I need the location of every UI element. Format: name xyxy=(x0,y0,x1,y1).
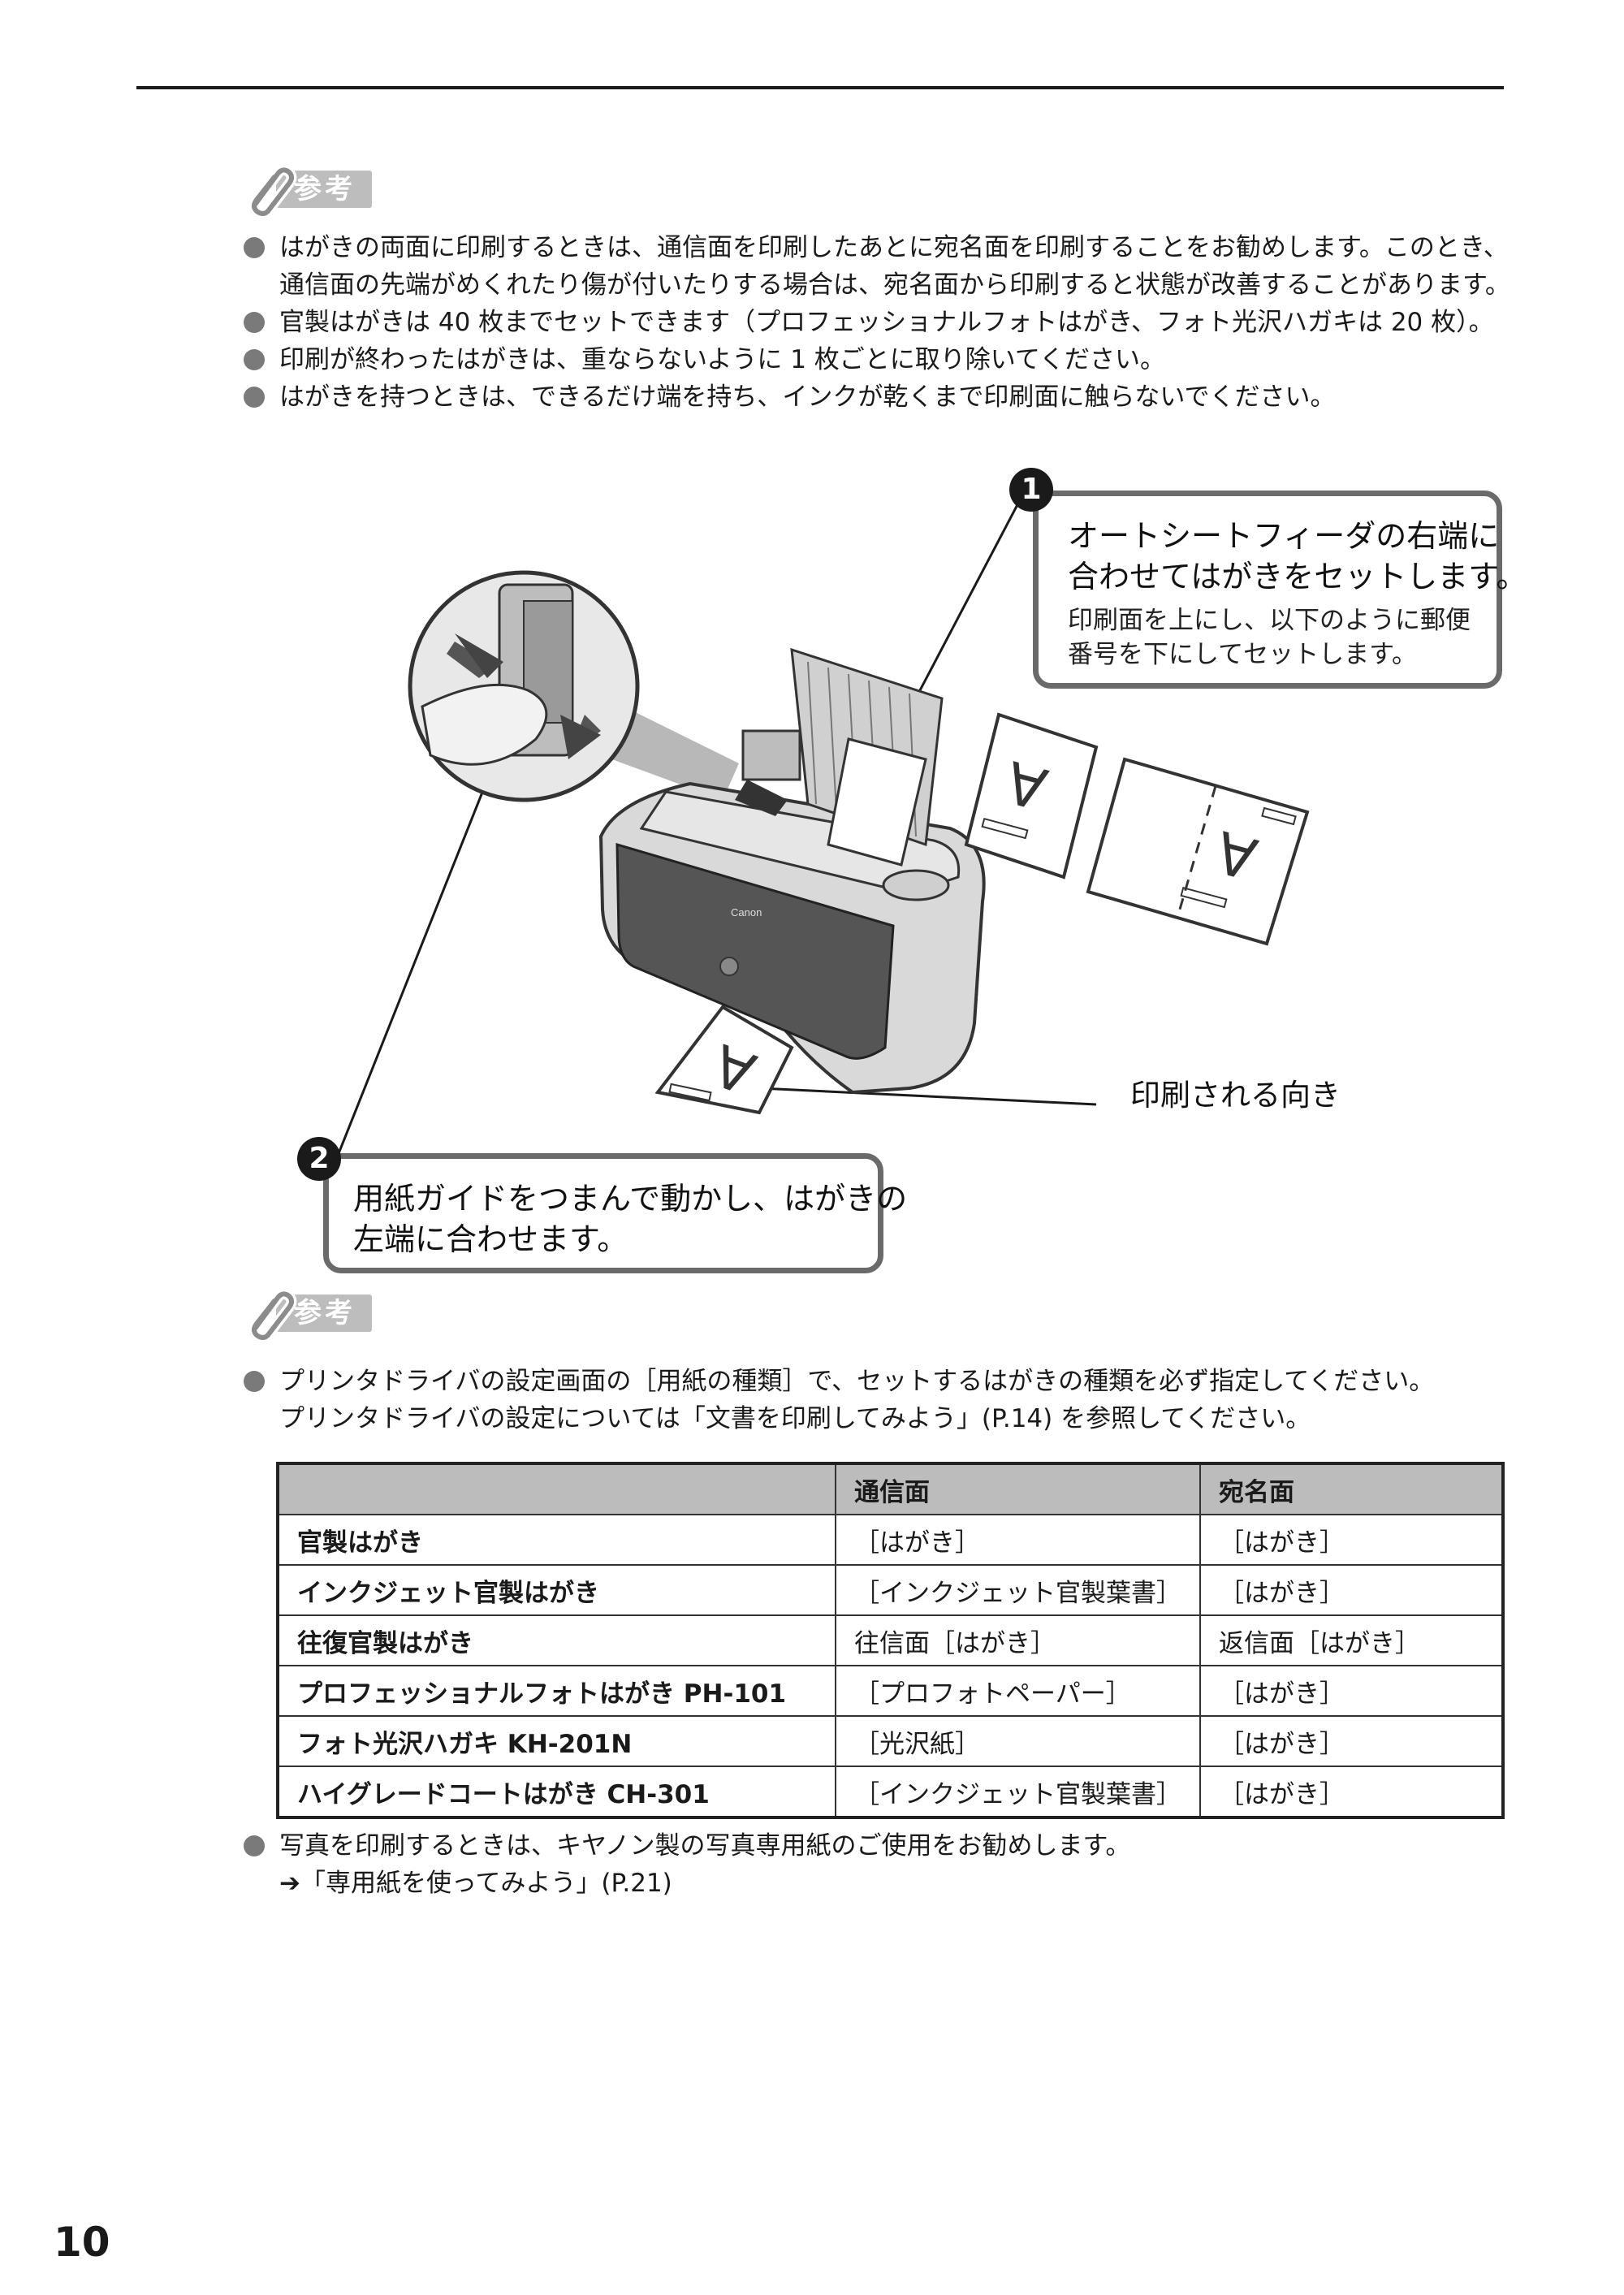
bullet-icon xyxy=(244,1835,265,1856)
table-cell: ［光沢紙］ xyxy=(835,1715,1201,1767)
list-item: はがきを持つときは、できるだけ端を持ち、インクが乾くまで印刷面に触らないでくださ… xyxy=(244,378,1510,416)
table-cell: ［はがき］ xyxy=(1199,1665,1504,1717)
table-cell: ［はがき］ xyxy=(1199,1514,1504,1566)
note-badge: 参考 xyxy=(240,1286,378,1340)
table-cell: 返信面［はがき］ xyxy=(1199,1614,1504,1666)
step2-number-badge: 2 xyxy=(297,1137,341,1181)
table-row: ハイグレードコートはがき CH-301 ［インクジェット官製葉書］ ［はがき］ xyxy=(277,1766,1504,1818)
bullet-icon xyxy=(244,387,265,408)
table-cell: ［インクジェット官製葉書］ xyxy=(835,1766,1201,1818)
note-badge: 参考 xyxy=(240,162,378,216)
top-rule xyxy=(136,86,1504,89)
step1-callout: オートシートフィーダの右端に 合わせてはがきをセットします。 印刷面を上にし、以… xyxy=(1033,491,1527,689)
table-cell: 往信面［はがき］ xyxy=(835,1614,1201,1666)
note-label: 参考 xyxy=(294,1297,356,1329)
step1-number-badge: 1 xyxy=(1009,468,1053,512)
table-cell: インクジェット官製はがき xyxy=(277,1564,836,1616)
print-direction-label: 印刷される向き xyxy=(1130,1078,1341,1113)
brand-mark: Canon xyxy=(731,906,762,918)
bullet-icon xyxy=(244,237,265,258)
table-row: プロフェッショナルフォトはがき PH-101 ［プロフォトペーパー］ ［はがき］ xyxy=(277,1665,1504,1717)
list-item: はがきの両面に印刷するときは、通信面を印刷したあとに宛名面を印刷することをお勧め… xyxy=(244,229,1510,304)
paper-type-table: 通信面 宛名面 官製はがき ［はがき］ ［はがき］ インクジェット官製はがき ［… xyxy=(276,1462,1505,1819)
table-cell: 往復官製はがき xyxy=(277,1614,836,1666)
table-cell: ［はがき］ xyxy=(1199,1766,1504,1818)
table-cell: ［はがき］ xyxy=(1199,1715,1504,1767)
table-cell: ［インクジェット官製葉書］ xyxy=(835,1564,1201,1616)
note3-list: 写真を印刷するときは、キヤノン製の写真専用紙のご使用をお勧めします。 ➔「専用紙… xyxy=(244,1827,1130,1902)
table-header-row: 通信面 宛名面 xyxy=(277,1462,1504,1515)
table-cell: ［プロフォトペーパー］ xyxy=(835,1665,1201,1717)
table-cell: 官製はがき xyxy=(277,1514,836,1566)
table-cell: フォト光沢ハガキ KH-201N xyxy=(277,1715,836,1767)
table-cell: ［はがき］ xyxy=(835,1514,1201,1566)
postcard-front-image: A xyxy=(964,712,1099,880)
bullet-icon xyxy=(244,349,265,370)
table-header-cell: 宛名面 xyxy=(1199,1462,1504,1515)
list-item: 印刷が終わったはがきは、重ならないように 1 枚ごとに取り除いてください。 xyxy=(244,341,1510,378)
bullet-icon xyxy=(244,1371,265,1392)
list-item: プリンタドライバの設定画面の［用紙の種類］で、セットするはがきの種類を必ず指定し… xyxy=(244,1363,1434,1437)
reference-link[interactable]: ➔「専用紙を使ってみよう」(P.21) xyxy=(279,1869,672,1898)
postcard-return-image: A xyxy=(1086,757,1310,946)
page-number: 10 xyxy=(54,2219,110,2266)
table-row: インクジェット官製はがき ［インクジェット官製葉書］ ［はがき］ xyxy=(277,1564,1504,1616)
table-cell: プロフェッショナルフォトはがき PH-101 xyxy=(277,1665,836,1717)
paperclip-icon xyxy=(248,164,297,216)
list-item: 官製はがきは 40 枚までセットできます（プロフェッショナルフォトはがき、フォト… xyxy=(244,304,1510,341)
table-cell: ハイグレードコートはがき CH-301 xyxy=(277,1766,836,1818)
paperclip-icon xyxy=(248,1288,297,1340)
note2-list: プリンタドライバの設定画面の［用紙の種類］で、セットするはがきの種類を必ず指定し… xyxy=(244,1363,1434,1437)
table-header-cell: 通信面 xyxy=(835,1462,1201,1515)
table-row: 官製はがき ［はがき］ ［はがき］ xyxy=(277,1514,1504,1566)
note1-list: はがきの両面に印刷するときは、通信面を印刷したあとに宛名面を印刷することをお勧め… xyxy=(244,229,1510,416)
table-row: フォト光沢ハガキ KH-201N ［光沢紙］ ［はがき］ xyxy=(277,1715,1504,1767)
note-label: 参考 xyxy=(294,173,356,205)
table-header-cell xyxy=(277,1462,836,1515)
bullet-icon xyxy=(244,312,265,333)
table-row: 往復官製はがき 往信面［はがき］ 返信面［はがき］ xyxy=(277,1614,1504,1666)
table-cell: ［はがき］ xyxy=(1199,1564,1504,1616)
list-item: 写真を印刷するときは、キヤノン製の写真専用紙のご使用をお勧めします。 ➔「専用紙… xyxy=(244,1827,1130,1902)
step2-callout: 用紙ガイドをつまんで動かし、はがきの 左端に合わせます。 xyxy=(323,1153,907,1273)
postcard-output-image: A xyxy=(654,1005,794,1115)
